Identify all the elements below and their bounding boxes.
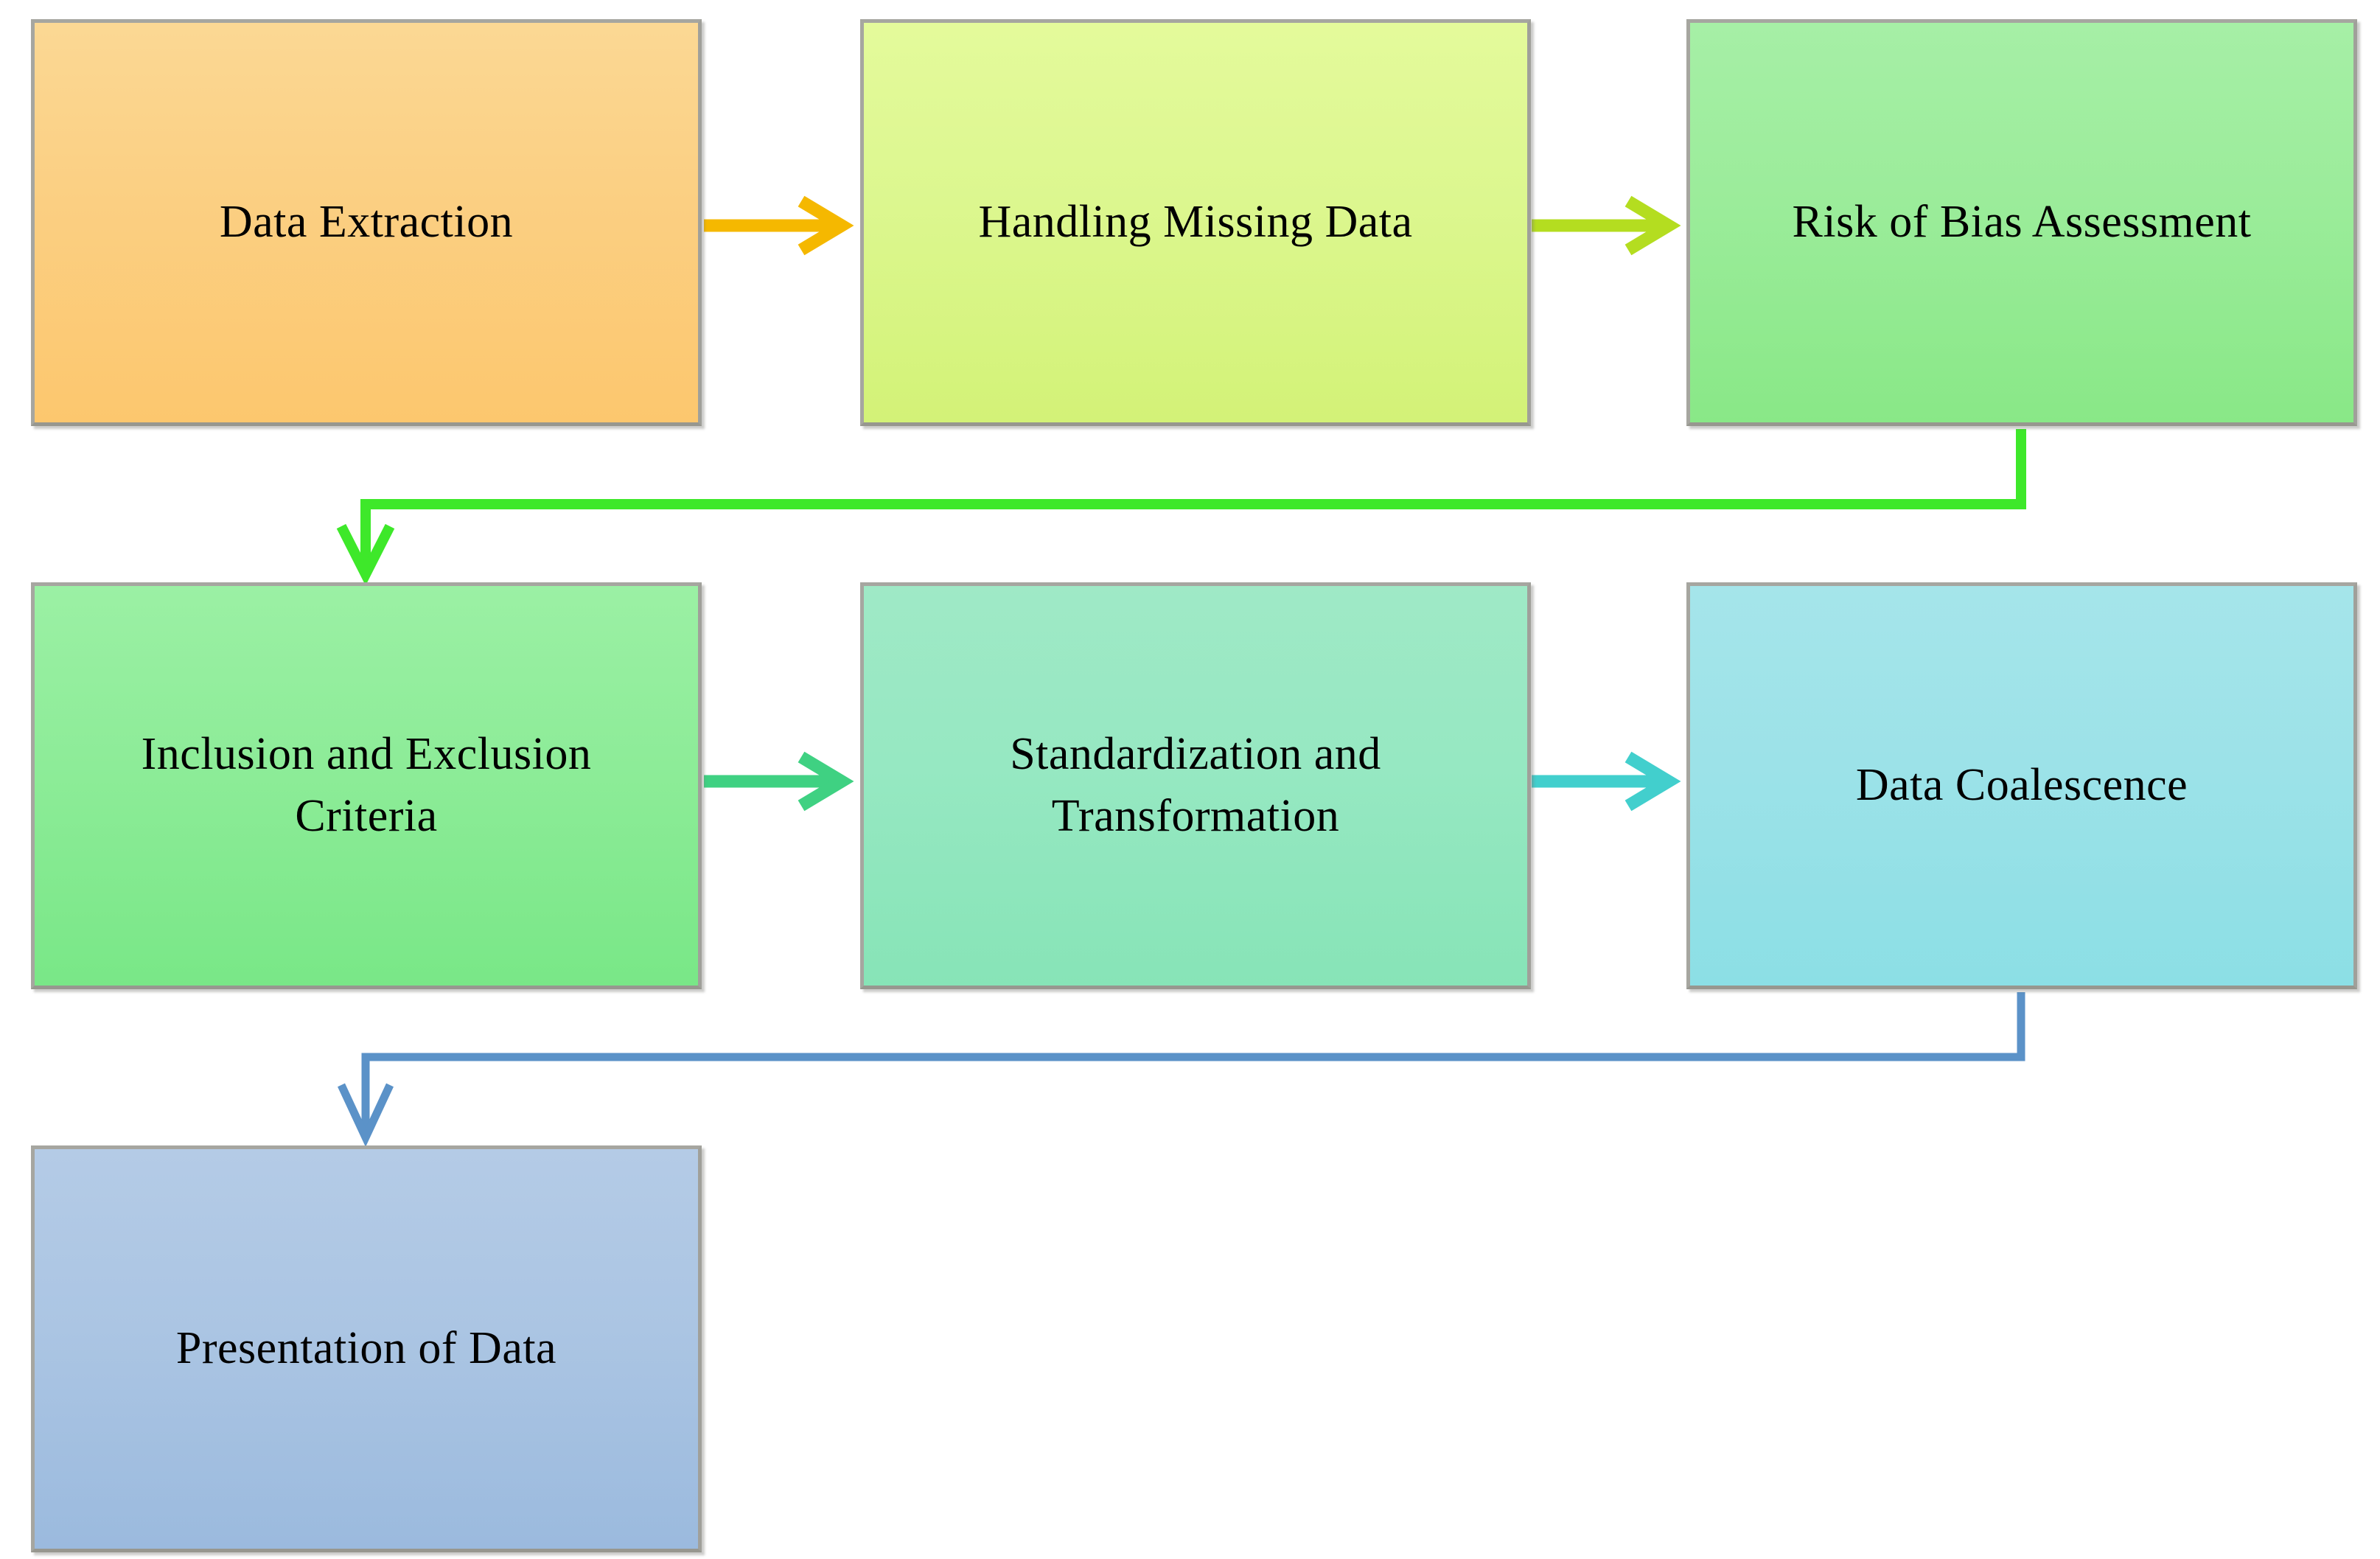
node-risk-of-bias-assessment[interactable]: Risk of Bias Assessment — [1686, 19, 2357, 426]
node-data-coalescence[interactable]: Data Coalescence — [1686, 582, 2357, 989]
node-presentation-of-data[interactable]: Presentation of Data — [31, 1145, 702, 1552]
node-label: Handling Missing Data — [978, 197, 1413, 248]
connector-extraction-to-missing — [704, 195, 854, 256]
node-label: Presentation of Data — [175, 1323, 557, 1374]
node-label: Inclusion and Exclusion Criteria — [141, 729, 592, 841]
connector-standardization-to-coalescence — [1532, 751, 1681, 812]
node-label: Standardization and Transformation — [1010, 729, 1381, 841]
node-inclusion-and-exclusion-criteria[interactable]: Inclusion and Exclusion Criteria — [31, 582, 702, 989]
node-data-extraction[interactable]: Data Extraction — [31, 19, 702, 426]
connector-risk-to-inclusion — [336, 429, 2026, 586]
node-label: Data Extraction — [219, 197, 514, 248]
connector-missing-to-risk — [1532, 195, 1681, 256]
node-handling-missing-data[interactable]: Handling Missing Data — [860, 19, 1531, 426]
connector-inclusion-to-standardization — [704, 751, 854, 812]
node-standardization-and-transformation[interactable]: Standardization and Transformation — [860, 582, 1531, 989]
node-label: Risk of Bias Assessment — [1792, 197, 2252, 248]
node-label: Data Coalescence — [1855, 760, 2188, 811]
connector-coalescence-to-presentation — [338, 992, 2025, 1148]
